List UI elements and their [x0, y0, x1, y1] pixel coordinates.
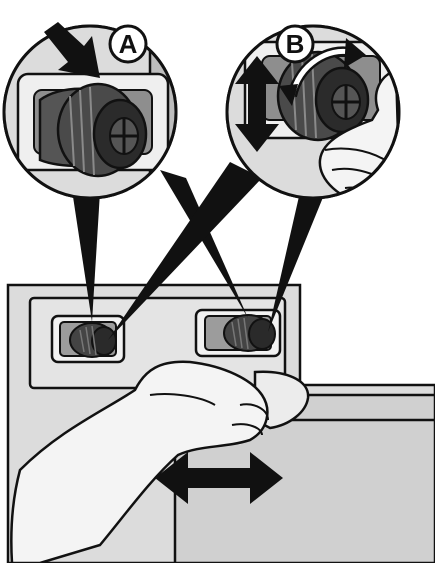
callout-label-a-text: A	[119, 29, 138, 59]
callout-a	[4, 26, 190, 200]
socket-right	[196, 310, 280, 356]
callout-label-b: B	[277, 26, 313, 62]
socket-left	[52, 316, 124, 362]
callout-label-a: A	[110, 26, 146, 62]
callout-label-b-text: B	[286, 29, 305, 59]
